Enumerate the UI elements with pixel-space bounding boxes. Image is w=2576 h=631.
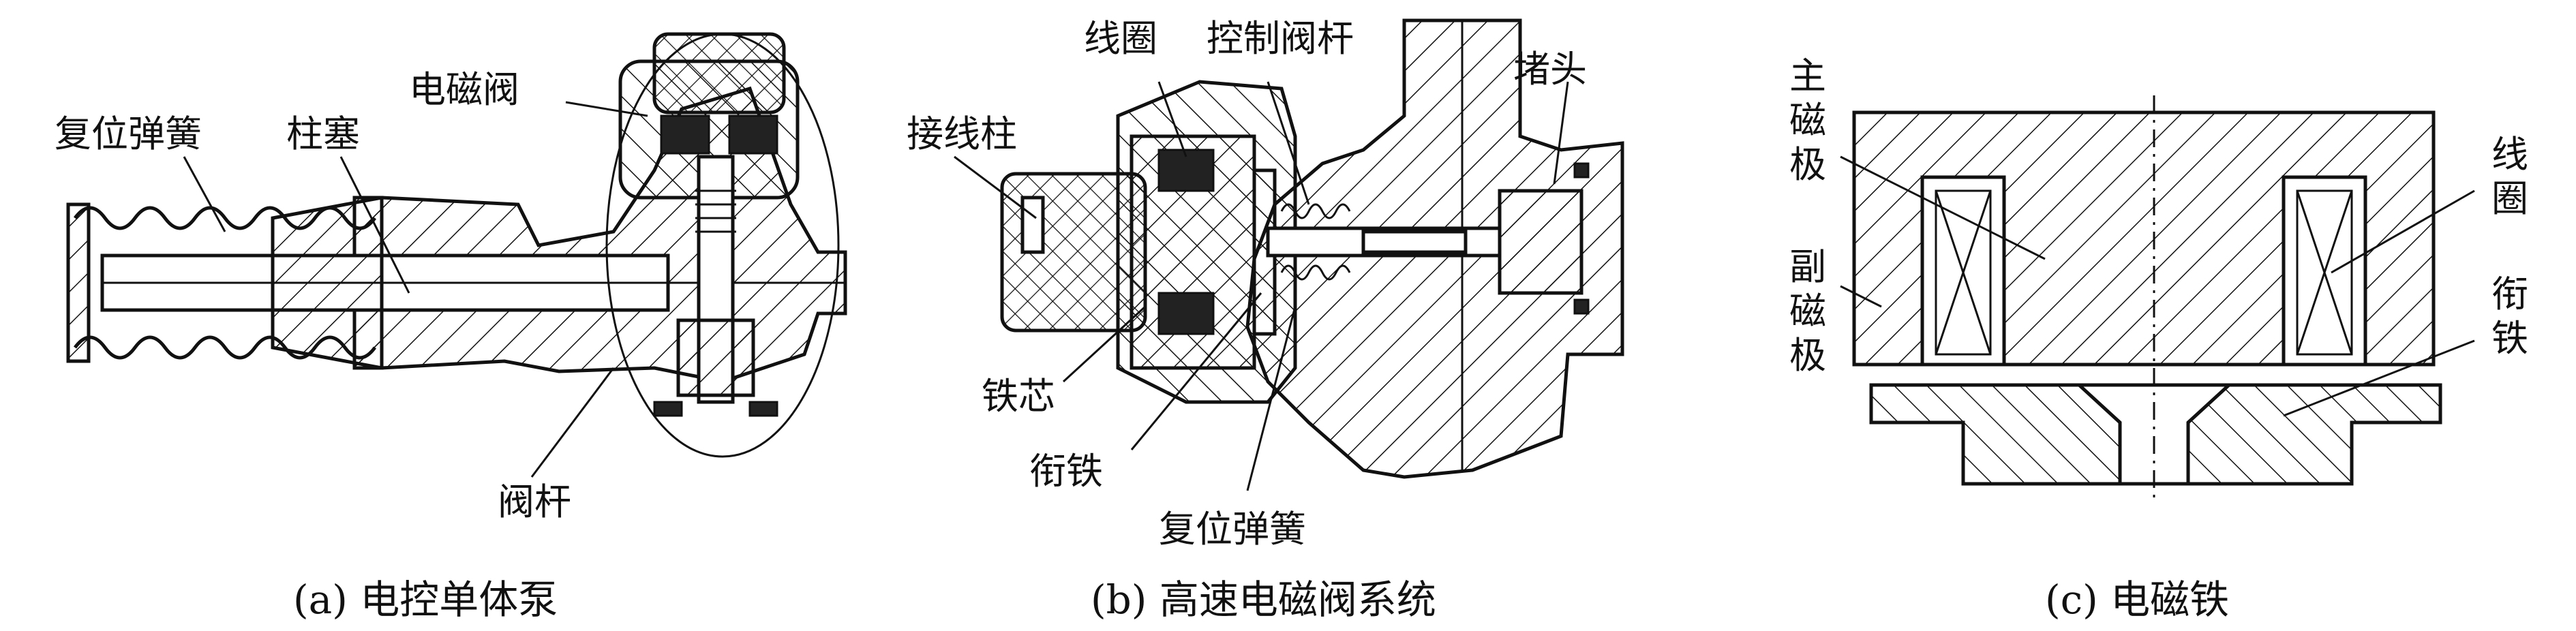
panel-b-label-iron-core: 铁芯 <box>982 375 1055 418</box>
svg-text:铁: 铁 <box>2491 317 2528 360</box>
panel-b-label-terminal: 接线柱 <box>907 112 1017 155</box>
panel-a-solenoid-head <box>618 32 800 417</box>
panel-b-label-plug: 堵头 <box>1513 48 1587 91</box>
panel-b-label-coil: 线圈 <box>1084 17 1157 60</box>
panel-c-label-armature: 衔 铁 <box>2491 273 2528 360</box>
panel-a-detail-ellipse <box>605 33 840 458</box>
svg-text:磁: 磁 <box>1789 290 1826 333</box>
svg-text:磁: 磁 <box>1789 99 1826 142</box>
svg-text:副: 副 <box>1789 245 1826 288</box>
panel-a-label-solenoid-valve: 电磁阀 <box>409 68 519 111</box>
panel-b-plug <box>1498 189 1584 295</box>
panel-c-label-main-pole: 主 磁 极 <box>1789 55 1826 186</box>
panel-c-electromagnet: 主 磁 极 副 磁 极 线 圈 衔 铁 (c) 电磁铁 <box>1789 55 2528 623</box>
panel-b-coil-upper <box>1157 149 1215 192</box>
svg-text:圈: 圈 <box>2491 177 2528 220</box>
panel-a-label-reset-spring: 复位弹簧 <box>55 112 202 155</box>
svg-text:衔: 衔 <box>2491 273 2528 316</box>
svg-text:线: 线 <box>2491 133 2528 176</box>
panel-c-label-coil: 线 圈 <box>2491 133 2528 220</box>
svg-text:极: 极 <box>1789 143 1826 186</box>
panel-b-caption: (b) 高速电磁阀系统 <box>1091 576 1436 623</box>
panel-a-caption: (a) 电控单体泵 <box>293 576 558 623</box>
panel-c-label-secondary-pole: 副 磁 极 <box>1789 245 1826 377</box>
panel-b-coil-lower <box>1157 292 1215 335</box>
svg-text:极: 极 <box>1789 334 1826 377</box>
panel-b-label-armature: 衔铁 <box>1029 450 1103 493</box>
panel-b-label-control-valve-stem: 控制阀杆 <box>1207 17 1354 60</box>
panel-b-label-reset-spring: 复位弹簧 <box>1159 508 1306 551</box>
panel-c-caption: (c) 电磁铁 <box>2045 576 2229 623</box>
panel-a-label-valve-stem: 阀杆 <box>498 480 571 523</box>
svg-text:主: 主 <box>1789 55 1826 97</box>
panel-a-label-plunger: 柱塞 <box>286 112 360 155</box>
panel-a-unit-pump: 复位弹簧 柱塞 电磁阀 阀杆 (a) 电控单体泵 <box>55 32 847 623</box>
panel-b-solenoid-system: 线圈 控制阀杆 堵头 接线柱 铁芯 衔铁 复位弹簧 (b) 高速电磁阀系统 <box>907 17 1624 623</box>
